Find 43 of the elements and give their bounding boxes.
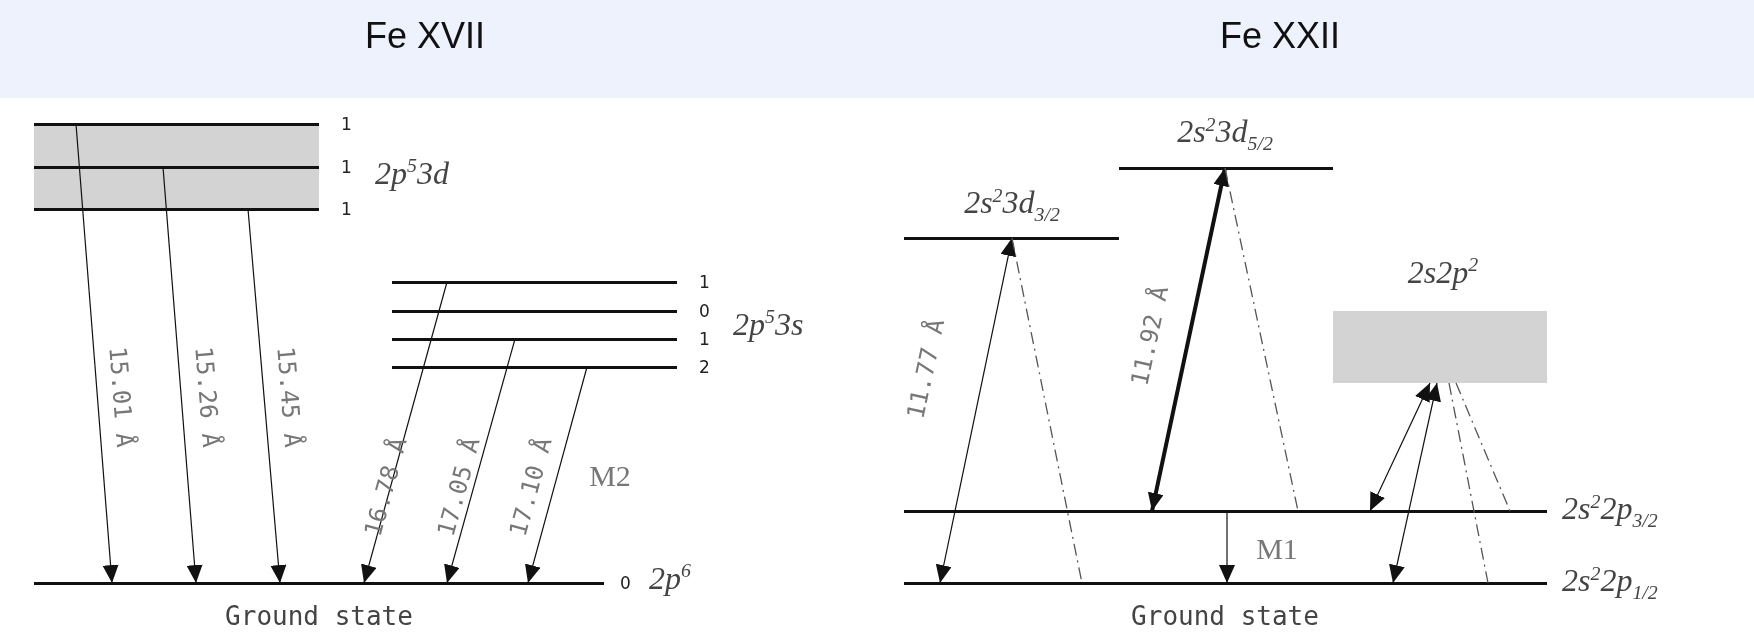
configuration-label: 2s$^{2}$3d$_{5/2}$ <box>1177 113 1273 155</box>
j-value-label: 1 <box>699 272 710 292</box>
wavelength-label: 11.92 Å <box>1126 283 1174 389</box>
transition-arrow <box>361 281 448 584</box>
j-value-label: 0 <box>620 573 631 593</box>
configuration-label: 2s$^{2}$2p$_{1/2}$ <box>1562 562 1658 604</box>
panel-title: Fe XXII <box>1220 16 1340 56</box>
dash-dot-line <box>1455 382 1511 512</box>
transition-arrow <box>525 366 588 584</box>
transition-arrow <box>935 237 1017 584</box>
configuration-label: 2s2p$^{2}$ <box>1407 254 1479 290</box>
transition-arrow <box>1369 382 1431 512</box>
j-value-label: 2 <box>699 357 710 377</box>
wavelength-label: 17.10 Å <box>504 434 558 540</box>
j-value-label: 1 <box>341 114 352 134</box>
j-value-label: 1 <box>341 199 352 219</box>
transition-arrow <box>162 166 203 584</box>
wavelength-label: 11.77 Å <box>902 316 950 422</box>
transition-type-label: M2 <box>589 458 631 492</box>
configuration-label: 2s$^{2}$3d$_{3/2}$ <box>964 184 1060 226</box>
wavelength-label: 15.01 Å <box>103 345 139 449</box>
dash-dot-line <box>1448 382 1489 584</box>
transition-arrow <box>75 123 119 584</box>
j-value-label: 1 <box>699 329 710 349</box>
configuration-label: 2p$^{5}$3d <box>375 155 449 191</box>
transition-arrow <box>247 208 287 584</box>
transition-type-label: M1 <box>1256 531 1298 565</box>
transition-arrow <box>1219 510 1235 584</box>
transition-arrow <box>1389 382 1441 584</box>
j-value-label: 0 <box>699 301 710 321</box>
wavelength-label: 15.45 Å <box>271 345 307 449</box>
j-value-label: 1 <box>341 157 352 177</box>
state-label: Ground state <box>1131 601 1319 631</box>
configuration-label: 2p$^{5}$3s <box>733 306 804 342</box>
wavelength-label: 16.78 Å <box>359 434 413 540</box>
configuration-label: 2s$^{2}$2p$_{3/2}$ <box>1562 490 1658 532</box>
state-label: Ground state <box>225 601 413 631</box>
configuration-label: 2p$^{6}$ <box>649 560 691 596</box>
transition-arrow <box>1147 167 1230 512</box>
wavelength-label: 15.26 Å <box>189 345 225 449</box>
transition-arrow <box>444 338 516 584</box>
wavelength-label: 17.05 Å <box>432 434 486 540</box>
panel-title: Fe XVII <box>365 16 485 56</box>
